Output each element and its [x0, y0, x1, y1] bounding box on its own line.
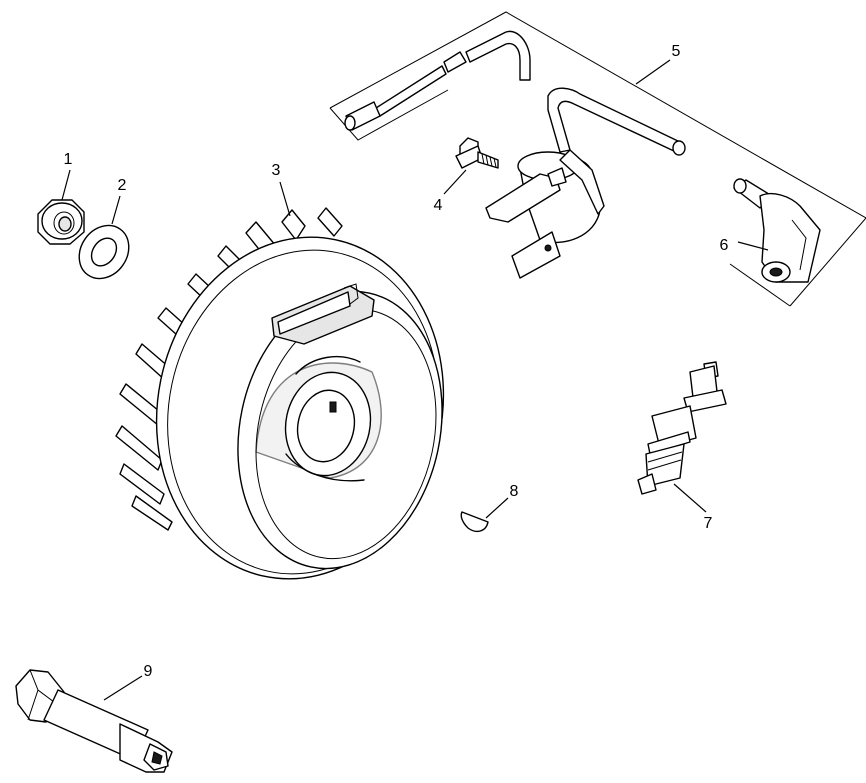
- callout-4: 4: [434, 197, 443, 214]
- callout-3: 3: [272, 162, 281, 179]
- ignition-coil: [344, 30, 686, 279]
- spark-plug-wrench: [15, 669, 173, 773]
- washer: [78, 224, 130, 280]
- callout-5: 5: [672, 43, 681, 60]
- spark-plug-cap: [733, 178, 821, 283]
- woodruff-key: [460, 511, 489, 533]
- flywheel-nut: [37, 199, 85, 245]
- flywheel: [115, 207, 445, 580]
- callout-1: 1: [64, 151, 73, 168]
- spark-plug: [637, 361, 727, 495]
- callout-9: 9: [144, 663, 153, 680]
- ignition-group-outline: [329, 11, 866, 307]
- callout-6: 6: [720, 237, 729, 254]
- bolt: [455, 137, 499, 169]
- callout-7: 7: [704, 515, 713, 532]
- leader-lines: [61, 59, 769, 701]
- callout-2: 2: [118, 177, 127, 194]
- callout-8: 8: [510, 483, 519, 500]
